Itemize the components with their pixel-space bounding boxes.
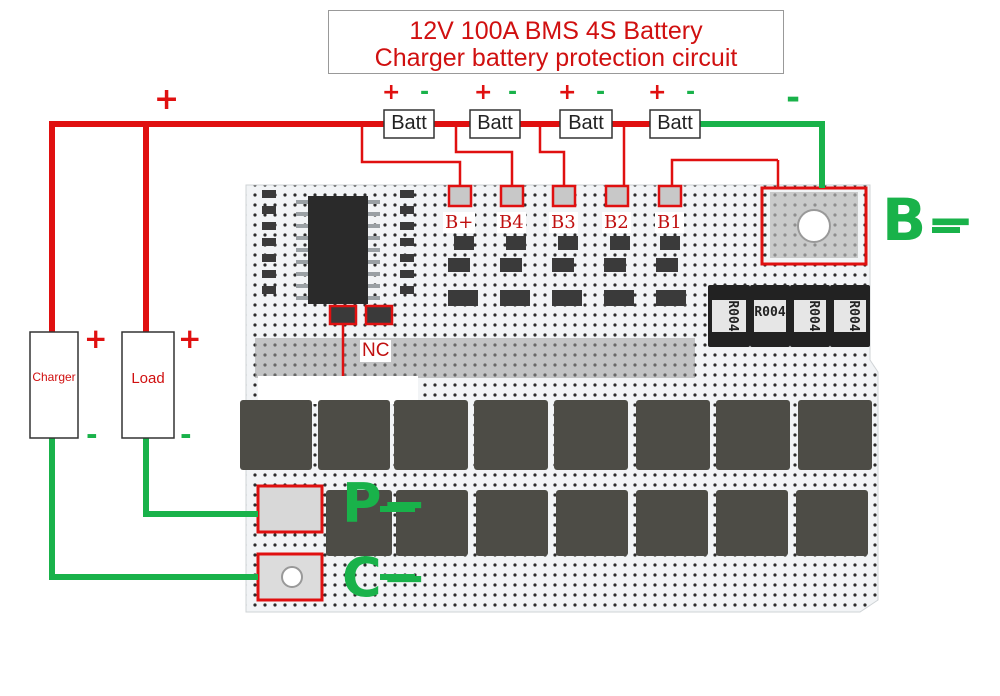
bms-ic-chip (296, 196, 380, 304)
pad-label-b2: B2 (602, 212, 631, 233)
battery-2-plus: + (474, 80, 493, 105)
terminal-p-minus-label: P− (342, 472, 427, 535)
pad-label-b3: B3 (549, 212, 578, 233)
c-minus-pad (256, 552, 324, 602)
b-minus-pad (760, 186, 868, 266)
battery-1-minus: - (420, 80, 430, 105)
smd-components (262, 190, 686, 306)
main-negative-sign: - (786, 78, 801, 118)
pad-label-b1: B1 (655, 212, 684, 233)
load-plus-sign: + (178, 322, 202, 355)
mosfets-top-row (240, 400, 872, 470)
sense-resistors (708, 285, 870, 347)
battery-4-label: Batt (657, 112, 693, 134)
charger-box (29, 331, 79, 439)
title-line-2: Charger battery protection circuit (374, 44, 738, 72)
charger-minus-sign: - (86, 418, 98, 451)
terminal-c-minus-label: C− (342, 546, 427, 609)
balance-wires (360, 124, 780, 188)
load-minus-sign: - (180, 418, 192, 451)
battery-3-label: Batt (568, 112, 604, 134)
terminal-b-minus-label: B− (882, 186, 975, 254)
balance-pads (447, 184, 683, 208)
battery-2-label: Batt (477, 112, 513, 134)
resistor-4-marking: R004 (846, 300, 861, 332)
battery-4-minus: - (686, 80, 696, 105)
load-box (121, 331, 175, 439)
title-line-1: 12V 100A BMS 4S Battery (409, 17, 703, 45)
battery-4-plus: + (648, 80, 667, 105)
battery-1-plus: + (382, 80, 401, 105)
charger-label: Charger (32, 370, 76, 384)
battery-boxes (383, 109, 701, 139)
resistor-3-marking: R004 (806, 300, 821, 332)
load-label: Load (131, 370, 165, 387)
positive-wires (49, 121, 650, 332)
battery-3-plus: + (558, 80, 577, 105)
battery-3-minus: - (596, 80, 606, 105)
battery-2-minus: - (508, 80, 518, 105)
negative-wires (49, 121, 960, 580)
p-minus-pad (256, 484, 324, 534)
pad-label-b-plus: B+ (443, 212, 476, 233)
battery-1-label: Batt (391, 112, 427, 134)
diagram-title: 12V 100A BMS 4S Battery Charger battery … (328, 10, 784, 74)
charger-plus-sign: + (84, 322, 108, 355)
mosfets-bottom-row (326, 490, 868, 556)
main-positive-sign: + (154, 82, 180, 117)
nc-label: NC (360, 340, 392, 362)
pad-label-b4: B4 (497, 212, 526, 233)
resistor-1-marking: R004 (725, 300, 740, 332)
resistor-2-marking: R004 (754, 305, 786, 320)
